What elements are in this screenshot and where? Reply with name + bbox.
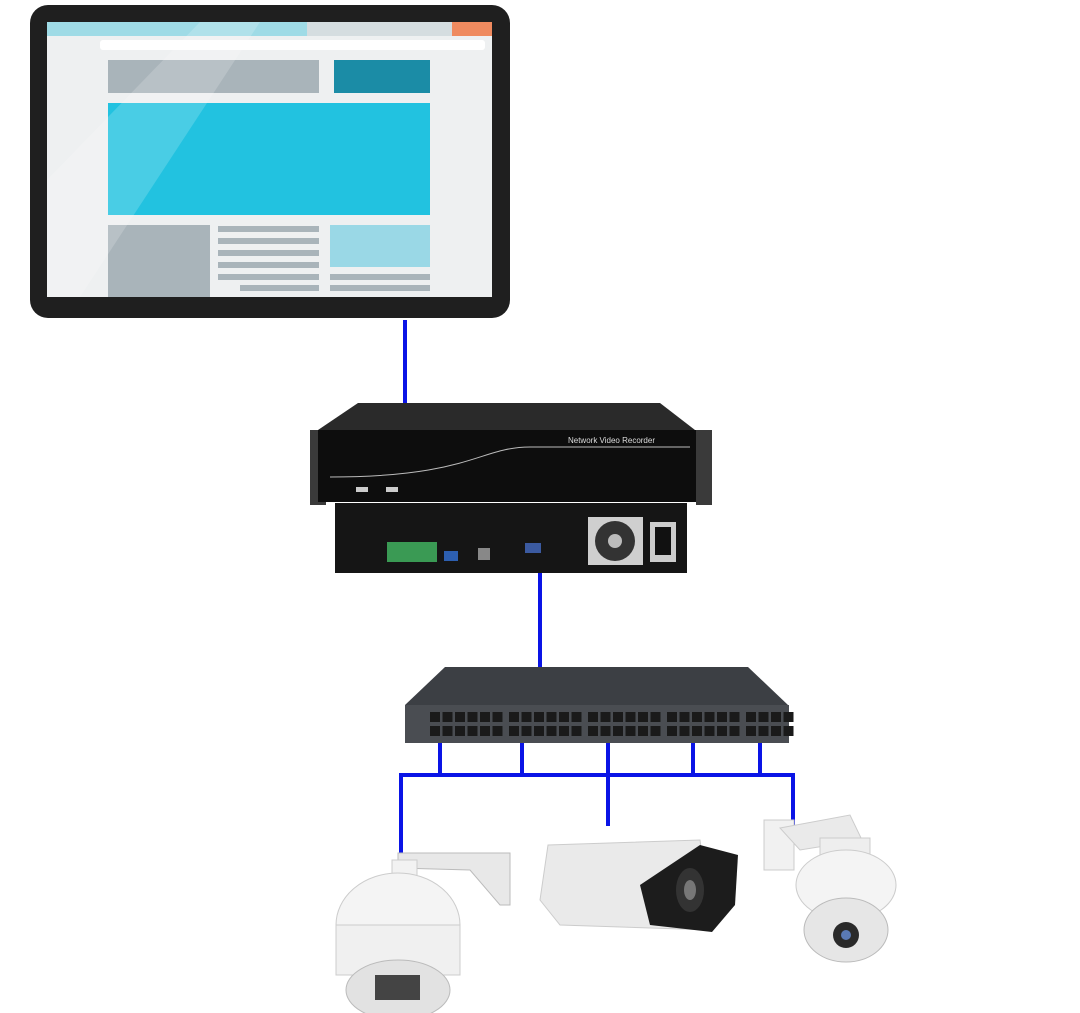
switch-port [559, 712, 569, 722]
switch-port [650, 712, 661, 722]
switch-port [521, 712, 532, 722]
switch-port [771, 712, 781, 722]
switch-port [534, 726, 544, 736]
switch-port [588, 726, 598, 736]
switch-port [442, 712, 453, 722]
switch-port [638, 712, 648, 722]
switch-port [492, 712, 503, 722]
switch-port [509, 726, 519, 736]
network-links [399, 320, 795, 855]
switch-port [771, 726, 781, 736]
switch-port [455, 712, 465, 722]
switch-port [783, 712, 794, 722]
switch-port [758, 726, 769, 736]
switch-port [455, 726, 465, 736]
switch-port [758, 712, 769, 722]
switch-port [534, 712, 544, 722]
switch-port [679, 712, 690, 722]
switch-port [480, 726, 490, 736]
switch-port [442, 726, 453, 736]
switch-port [667, 712, 677, 722]
switch-port [692, 712, 702, 722]
switch-port [717, 726, 727, 736]
switch-port [625, 712, 636, 722]
switch-port [729, 726, 740, 736]
switch-port [679, 726, 690, 736]
switch-port [430, 712, 440, 722]
switch-port [746, 712, 756, 722]
camera-ptz-left [335, 852, 511, 1013]
switch-port [430, 726, 440, 736]
switch-port [600, 726, 611, 736]
switch-port [729, 712, 740, 722]
network-switch [405, 667, 794, 743]
switch-port [638, 726, 648, 736]
switch-port [546, 726, 557, 736]
switch-port [746, 726, 756, 736]
switch-port [667, 726, 677, 736]
switch-port [467, 726, 478, 736]
switch-port [692, 726, 702, 736]
switch-port [588, 712, 598, 722]
switch-port [480, 712, 490, 722]
switch-port [613, 712, 623, 722]
switch-port [492, 726, 503, 736]
switch-port [571, 726, 582, 736]
monitor [30, 5, 510, 318]
camera-ptz-right [763, 814, 897, 963]
switch-port [704, 712, 715, 722]
nvr: Network Video Recorder [310, 403, 712, 573]
switch-port [546, 712, 557, 722]
switch-port [625, 726, 636, 736]
switch-port [571, 712, 582, 722]
switch-port [650, 726, 661, 736]
switch-port [600, 712, 611, 722]
switch-port [509, 712, 519, 722]
switch-port [559, 726, 569, 736]
switch-port [613, 726, 623, 736]
camera-bullet [539, 839, 738, 932]
switch-port [717, 712, 727, 722]
switch-port [467, 712, 478, 722]
switch-port [704, 726, 715, 736]
switch-port [783, 726, 794, 736]
switch-port [521, 726, 532, 736]
nvr-brand-text: Network Video Recorder [568, 436, 655, 445]
